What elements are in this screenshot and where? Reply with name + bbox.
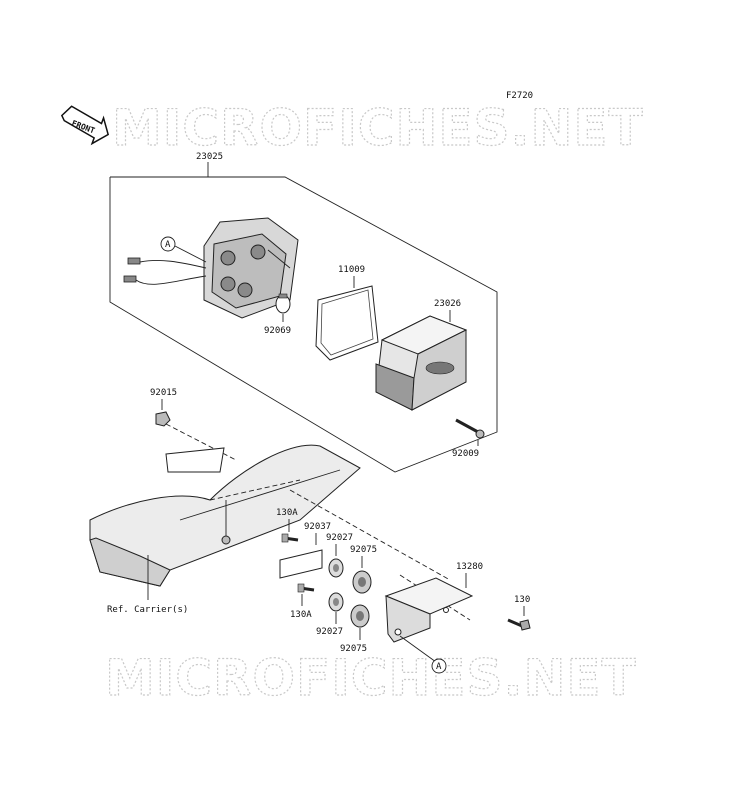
- grommet-92027-lower: [328, 592, 344, 612]
- watermark-bottom: MICROFICHES.NET: [105, 649, 637, 707]
- callout-130a-upper: 130A: [276, 508, 298, 518]
- front-arrow-icon: FRONT: [60, 105, 110, 146]
- callout-92069: 92069: [264, 326, 291, 336]
- watermark-top: MICROFICHES.NET: [112, 99, 644, 157]
- callout-92075-lower: 92075: [340, 644, 367, 654]
- callout-a-bottom: A: [436, 662, 442, 672]
- bolt-130a-upper: [281, 533, 299, 543]
- callout-92027-lower: 92027: [316, 627, 343, 637]
- figure-code: F2720: [506, 91, 533, 101]
- bolt-130: [507, 618, 531, 631]
- lamp-wires: [123, 257, 207, 285]
- connector-a-marker-top: [160, 236, 176, 252]
- callout-92015: 92015: [150, 388, 177, 398]
- bolt-130a-lower: [297, 583, 315, 593]
- callout-11009: 11009: [338, 265, 365, 275]
- lens-cover: [375, 315, 468, 411]
- callout-92027-upper: 92027: [326, 533, 353, 543]
- bulb: [275, 293, 291, 314]
- screw-92009: [455, 418, 485, 439]
- callout-130: 130: [514, 595, 530, 605]
- spacer-92075-upper: [352, 570, 372, 594]
- nut-92015: [155, 411, 171, 427]
- grommet-92027-upper: [328, 558, 344, 578]
- callout-92009: 92009: [452, 449, 479, 459]
- callout-23025: 23025: [196, 152, 223, 162]
- connector-a-marker-bottom: [431, 658, 447, 674]
- collar-92037: [279, 549, 323, 579]
- carrier-reference: [89, 444, 361, 587]
- callout-92037: 92037: [304, 522, 331, 532]
- callout-130a-lower: 130A: [290, 610, 312, 620]
- callout-ref-carrier: Ref. Carrier(s): [107, 605, 188, 615]
- spacer-92075-lower: [350, 604, 370, 628]
- tail-lamp-housing: [203, 217, 299, 319]
- assembly-boundary: [109, 176, 498, 473]
- bracket-13280: [384, 577, 474, 643]
- carrier-bolt: [221, 535, 231, 545]
- callout-13280: 13280: [456, 562, 483, 572]
- callout-92075-upper: 92075: [350, 545, 377, 555]
- callout-23026: 23026: [434, 299, 461, 309]
- callout-a-top: A: [165, 240, 171, 250]
